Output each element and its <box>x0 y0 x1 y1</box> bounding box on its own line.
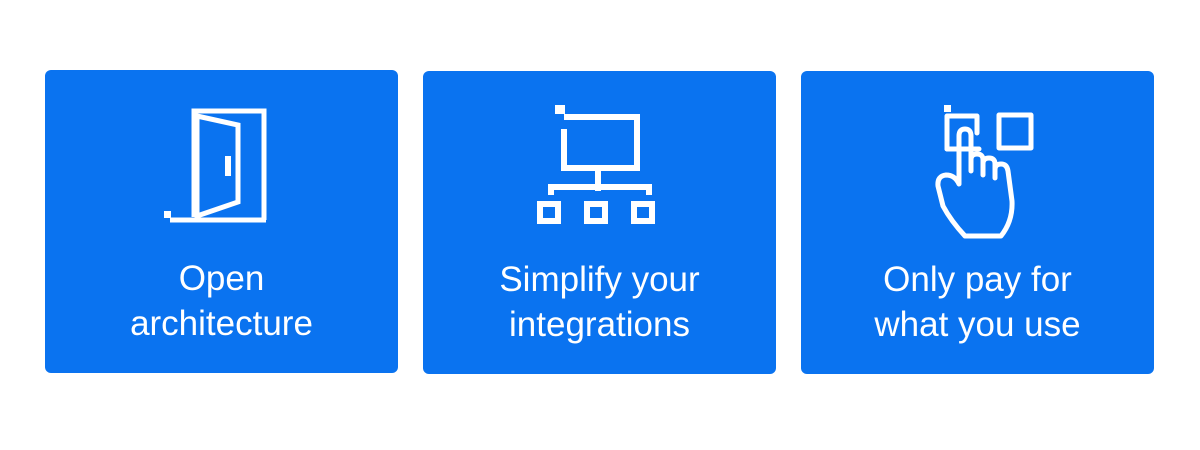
title-line: what you use <box>874 305 1081 344</box>
card-title: Open architecture <box>45 256 398 346</box>
title-line: Simplify your <box>499 260 700 299</box>
title-line: Only pay for <box>883 260 1072 299</box>
card-title: Simplify your integrations <box>423 257 776 347</box>
card-title: Only pay for what you use <box>801 257 1154 347</box>
feature-card-open-architecture[interactable]: Open architecture <box>45 70 398 373</box>
hand-pointer-icon <box>935 105 1034 239</box>
feature-card-integrations[interactable]: Simplify your integrations <box>423 71 776 374</box>
open-door-icon <box>164 108 267 223</box>
network-hierarchy-icon <box>537 105 655 224</box>
title-line: Open <box>178 259 265 298</box>
title-line: integrations <box>509 305 690 344</box>
title-line: architecture <box>130 304 313 343</box>
feature-card-pay-per-use[interactable]: Only pay for what you use <box>801 71 1154 374</box>
